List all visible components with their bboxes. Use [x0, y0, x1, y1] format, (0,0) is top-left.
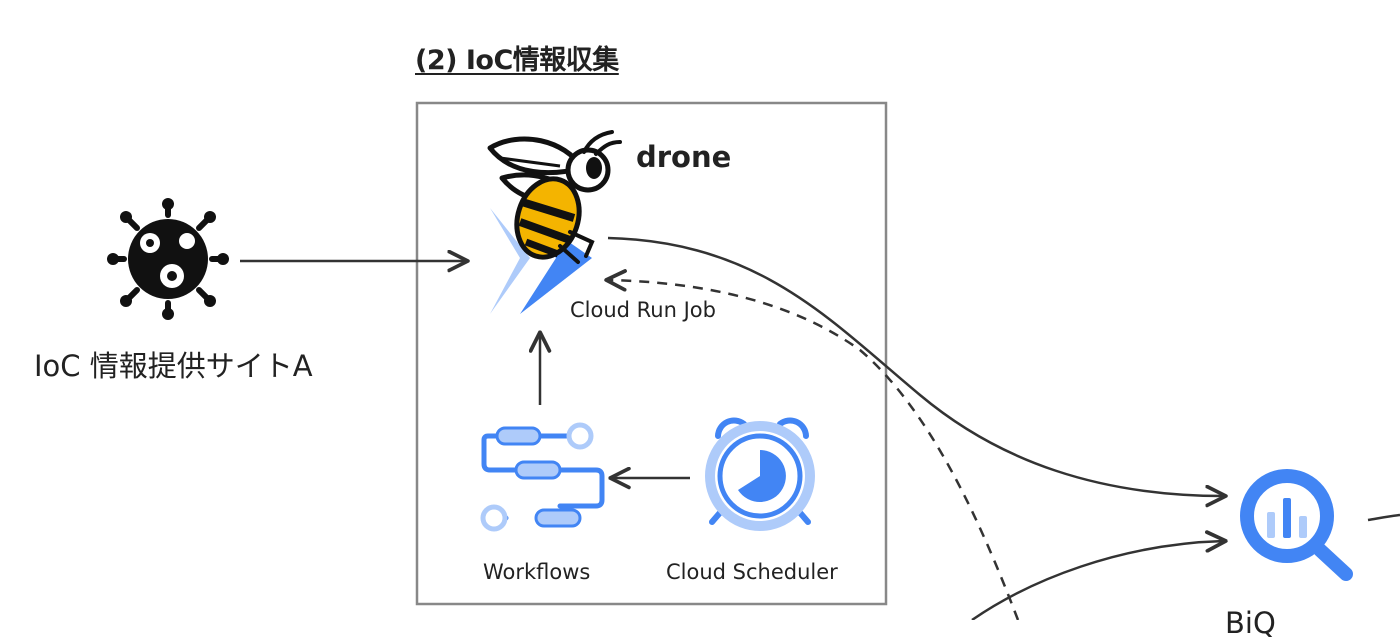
architecture-diagram [107, 101, 1400, 620]
bee-icon [487, 130, 622, 264]
ioc-collection-box [415, 101, 888, 606]
bigquery-label: BiQ [1225, 606, 1276, 640]
section-title: (2) IoC情報収集 [415, 45, 619, 76]
connector-bigquery-out [1367, 513, 1400, 522]
cloud-run-icon [490, 208, 592, 314]
cloud-run-job-label: Cloud Run Job [570, 298, 716, 322]
arrow-cloudrun-to-bigquery [607, 236, 1228, 508]
cloud-scheduler-label: Cloud Scheduler [666, 560, 838, 584]
dashed-arrow-return-to-cloudrun [604, 269, 1020, 620]
ioc-source-label: IoC 情報提供サイトA [34, 349, 313, 383]
virus-icon [107, 198, 229, 320]
drone-label: drone [636, 140, 732, 174]
arrow-into-bigquery-lower [971, 530, 1228, 620]
bigquery-icon [1240, 469, 1353, 581]
workflows-icon [480, 422, 605, 532]
workflows-label: Workflows [483, 560, 591, 584]
alarm-clock-icon [705, 417, 815, 531]
